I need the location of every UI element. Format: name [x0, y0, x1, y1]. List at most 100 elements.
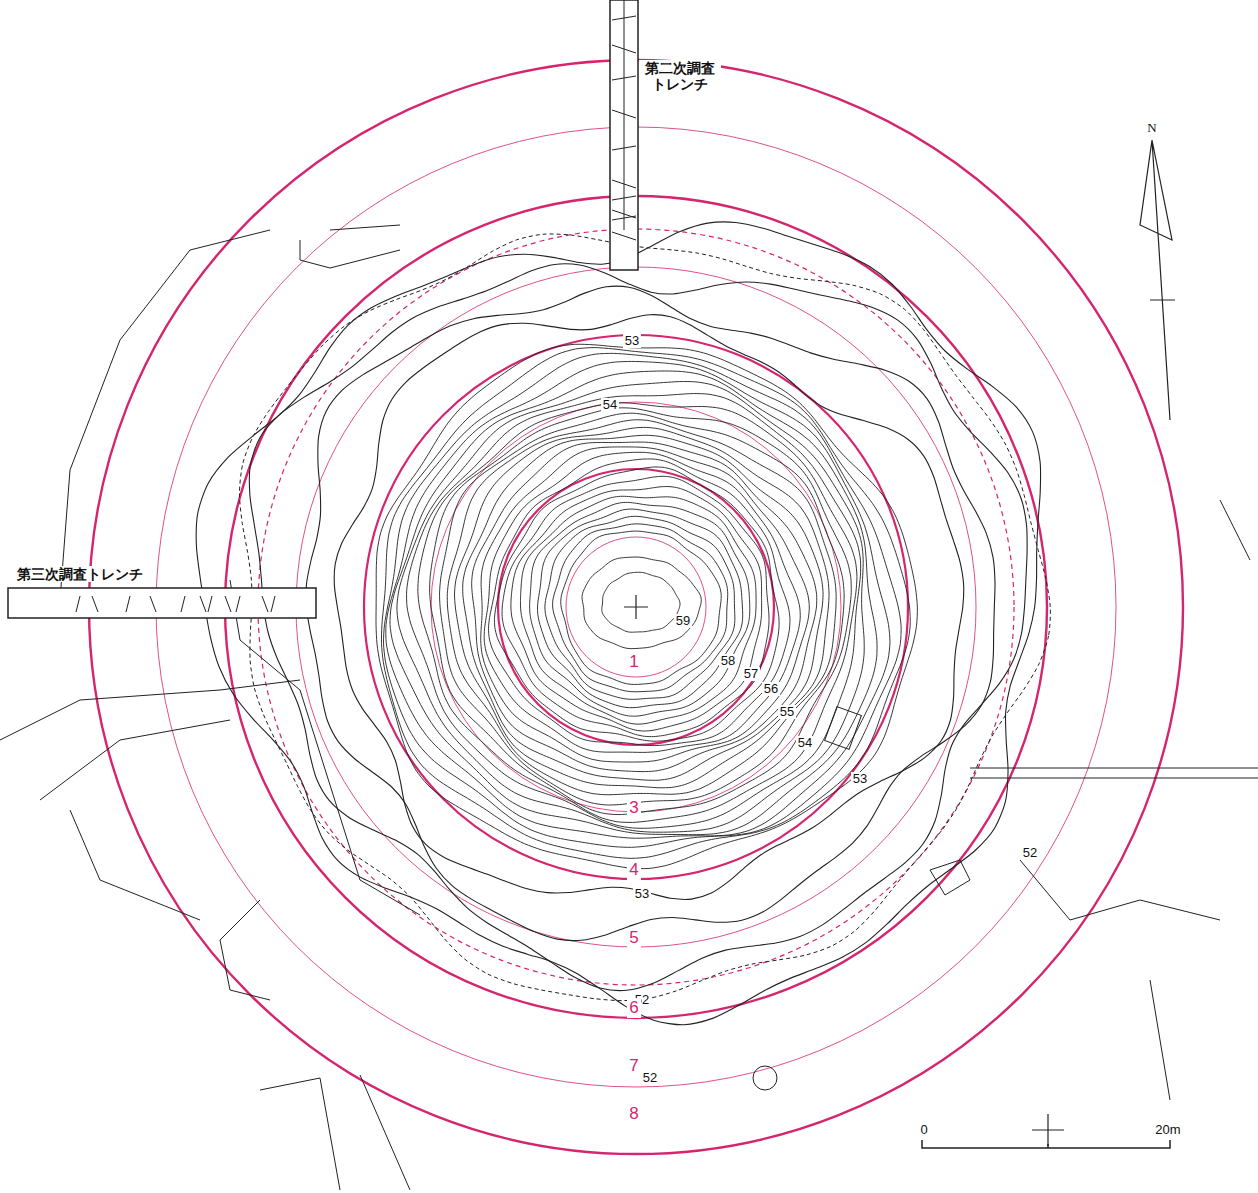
scale-value: 20m	[1153, 1123, 1182, 1138]
north-arrow-tick	[1150, 300, 1175, 301]
circle-number: 6	[627, 998, 640, 1018]
contour-elevation: 56	[762, 682, 780, 697]
terrain-line	[930, 860, 970, 895]
contour-line	[381, 348, 910, 859]
contour-line	[530, 502, 750, 716]
contour-line	[447, 420, 836, 795]
trench-hatch	[612, 146, 636, 150]
contour-elevation: 55	[778, 705, 796, 720]
trench-hatch	[92, 596, 98, 612]
scale-bar	[922, 1140, 1170, 1148]
site-features	[0, 225, 1258, 1190]
contour-line	[553, 524, 728, 692]
reference-circle	[566, 537, 706, 677]
terrain-line	[970, 768, 1258, 769]
contour-elevation: 52	[1021, 846, 1039, 861]
contour-elevation: 53	[851, 772, 869, 787]
trench-hatch	[262, 596, 268, 612]
contour-line	[495, 467, 780, 741]
reference-circle	[498, 469, 774, 745]
contour-elevation: 57	[742, 667, 760, 682]
terrain-line	[1020, 860, 1220, 920]
trench-hatch	[200, 596, 206, 612]
terrain-line	[70, 810, 200, 920]
contour-line	[511, 487, 762, 732]
contour-line	[306, 286, 995, 940]
trench-label: 第三次調査トレンチ	[15, 566, 145, 582]
contour-elevation: 54	[796, 736, 814, 751]
contour-line	[484, 452, 800, 752]
contour-line	[334, 315, 963, 900]
pit-feature	[753, 1066, 777, 1090]
marks	[624, 595, 1064, 1146]
terrain-line	[0, 680, 300, 740]
north-arrow-shape	[1140, 140, 1172, 420]
contour-line	[463, 435, 823, 780]
contour-elevation: 59	[674, 614, 692, 629]
pit-feature	[825, 707, 862, 750]
contour-line	[376, 344, 917, 868]
contour-line	[545, 516, 735, 699]
trench-label: 第二次調査 トレンチ	[639, 60, 721, 92]
contour-line	[390, 371, 877, 835]
contour-line	[488, 459, 789, 746]
contour-line	[430, 408, 852, 815]
terrain-line	[260, 1078, 340, 1190]
reference-circle	[225, 196, 1047, 1018]
contour-elevation: 53	[623, 334, 641, 349]
trench-hatch	[208, 596, 212, 612]
trench-hatch	[612, 76, 636, 80]
terrain-line	[230, 580, 420, 915]
contour-line	[249, 264, 1027, 990]
terrain-line	[60, 230, 270, 600]
contour-elevation: 54	[601, 398, 619, 413]
contour-line	[386, 361, 890, 838]
contour-line	[481, 447, 810, 762]
contour-line	[455, 427, 830, 787]
north-arrow	[1140, 140, 1175, 420]
contour-line	[472, 442, 817, 772]
contour-line	[582, 557, 701, 649]
contour-lines	[196, 222, 1050, 1025]
contour-line	[538, 509, 743, 708]
scale-bar-line	[922, 1140, 1170, 1148]
trench-hatch	[181, 596, 185, 612]
terrain-line	[360, 1075, 410, 1190]
terrain-line	[300, 240, 400, 268]
scale-value: 0	[918, 1123, 929, 1138]
contour-line	[602, 572, 680, 632]
contour-line	[561, 531, 722, 684]
circle-number: 5	[627, 928, 640, 948]
mound-foot-dashed	[239, 234, 1050, 1001]
contour-line	[418, 403, 857, 823]
trench-hatch	[126, 596, 130, 612]
trench-hatch	[612, 110, 636, 118]
grid-cross	[1032, 1114, 1064, 1146]
contour-line	[196, 222, 1040, 1025]
trench-hatch	[612, 16, 636, 20]
trench-hatch	[612, 196, 636, 200]
trench-hatch	[236, 596, 240, 612]
terrain-line	[970, 778, 1258, 779]
circle-number: 3	[627, 798, 640, 818]
contour-elevation: 58	[719, 654, 737, 669]
contour-line	[407, 394, 861, 829]
trench-hatch	[271, 596, 275, 612]
contour-line	[502, 476, 769, 736]
trench-outline	[8, 588, 316, 618]
contour-line	[384, 353, 902, 847]
trench-hatch	[612, 232, 636, 240]
contour-line	[520, 496, 756, 724]
terrain-line	[220, 900, 270, 1000]
contour-elevation: 53	[633, 887, 651, 902]
trench-hatch	[76, 596, 80, 612]
terrain-line	[40, 720, 230, 800]
terrain-line	[330, 225, 400, 230]
reference-circle	[296, 267, 976, 947]
terrain-line	[1220, 500, 1250, 560]
trench-hatch	[150, 596, 156, 612]
trenches	[8, 0, 638, 618]
trench-section	[624, 0, 625, 230]
circle-number: 1	[627, 652, 640, 672]
